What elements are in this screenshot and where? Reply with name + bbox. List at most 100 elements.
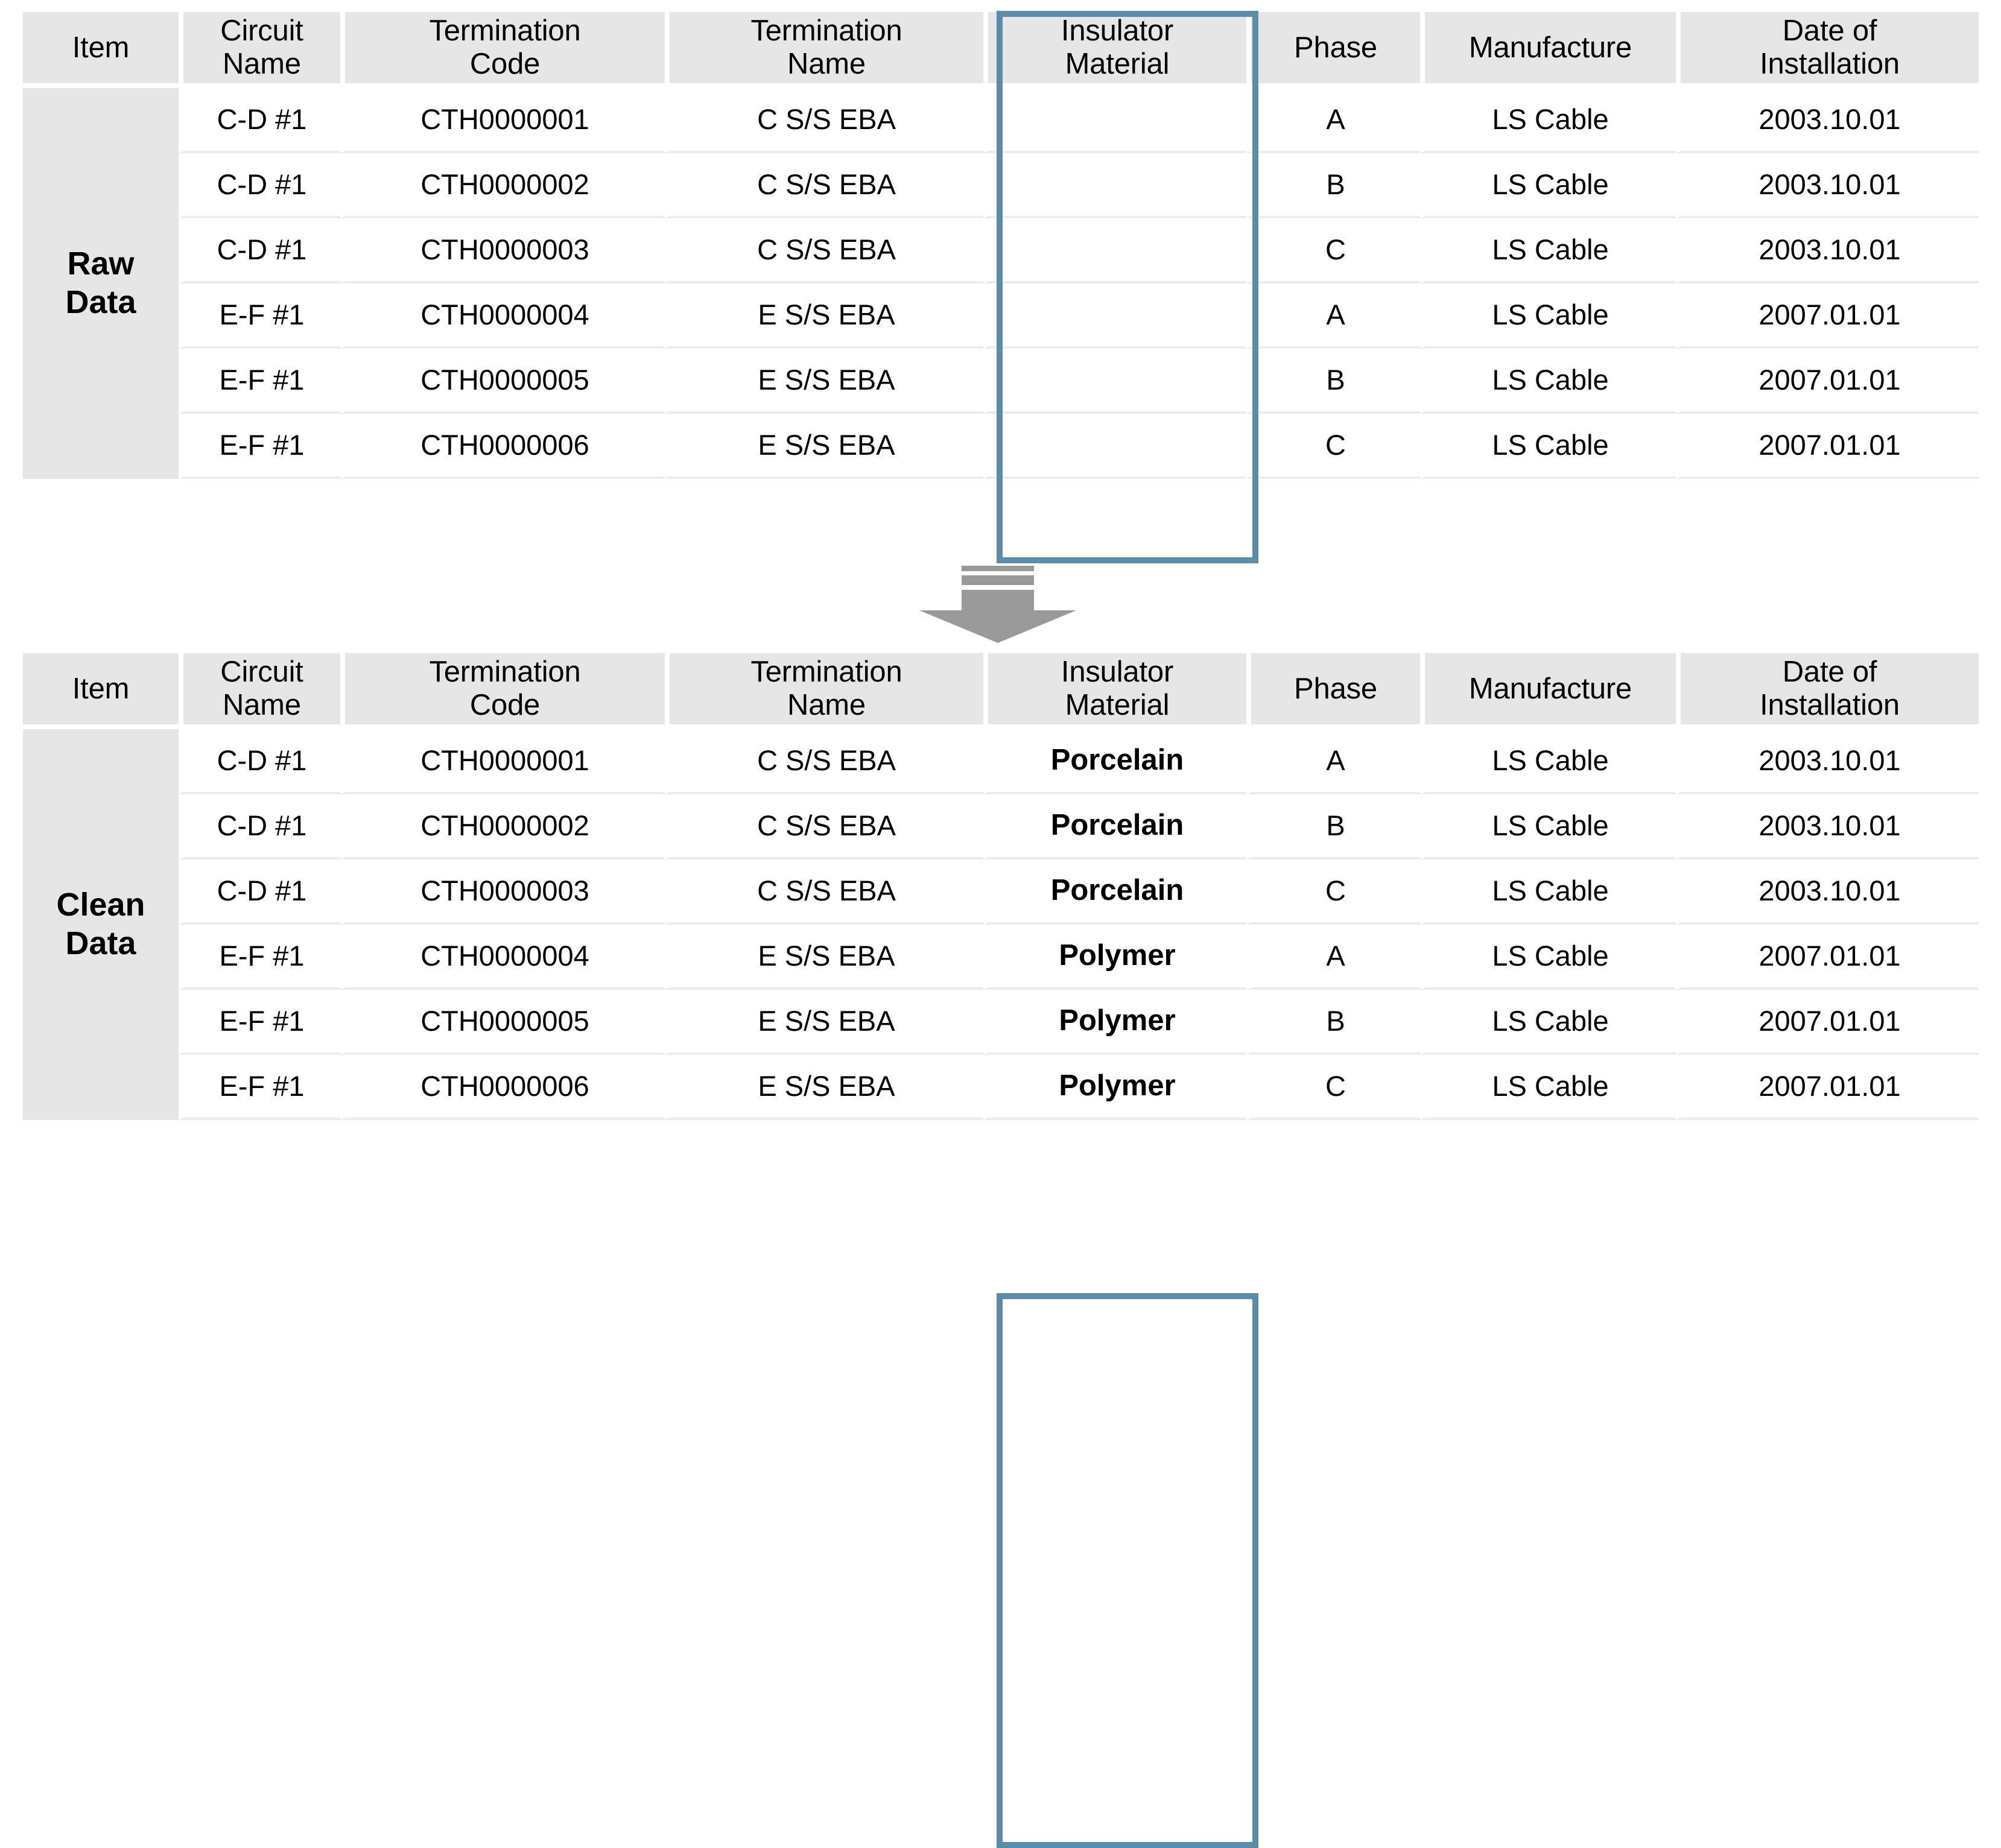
header-circuit-name: Circuit Name (179, 12, 340, 88)
cell-insulator-material: Porcelain (983, 794, 1246, 859)
cell-phase: A (1246, 88, 1420, 153)
cell-termination-code: CTH0000002 (340, 794, 665, 859)
clean-data-table: Item Circuit Name Termination Code Termi… (23, 653, 1979, 1120)
cell-manufacture: LS Cable (1420, 349, 1676, 414)
item-label-line: Data (65, 925, 136, 961)
header-insulator-material: Insulator Material (983, 653, 1246, 729)
cell-circuit-name: E-F #1 (179, 414, 340, 479)
item-label-line: Clean (56, 887, 145, 923)
cell-termination-code: CTH0000006 (340, 1055, 665, 1120)
cell-date-of-installation: 2003.10.01 (1676, 729, 1979, 794)
cell-insulator-material (983, 88, 1246, 153)
cell-termination-code: CTH0000004 (340, 925, 665, 990)
cell-date-of-installation: 2007.01.01 (1676, 925, 1979, 990)
raw-data-table: Item Circuit Name Termination Code Termi… (23, 12, 1979, 479)
cell-manufacture: LS Cable (1420, 283, 1676, 349)
cell-date-of-installation: 2007.01.01 (1676, 1055, 1979, 1120)
cell-insulator-material (983, 153, 1246, 218)
cell-manufacture: LS Cable (1420, 729, 1676, 794)
clean-table-header-row: Item Circuit Name Termination Code Termi… (23, 653, 1979, 729)
cell-date-of-installation: 2007.01.01 (1676, 990, 1979, 1055)
cell-insulator-material (983, 218, 1246, 283)
cell-circuit-name: C-D #1 (179, 153, 340, 218)
header-manufacture: Manufacture (1420, 12, 1676, 88)
cell-termination-name: E S/S EBA (665, 990, 983, 1055)
cell-circuit-name: C-D #1 (179, 218, 340, 283)
cell-termination-name: C S/S EBA (665, 218, 983, 283)
cell-circuit-name: C-D #1 (179, 794, 340, 859)
cell-phase: A (1246, 729, 1420, 794)
cell-insulator-material: Porcelain (983, 729, 1246, 794)
item-label-line: Raw (67, 245, 135, 282)
cell-phase: A (1246, 283, 1420, 349)
cell-termination-name: C S/S EBA (665, 794, 983, 859)
cell-phase: B (1246, 153, 1420, 218)
cell-manufacture: LS Cable (1420, 1055, 1676, 1120)
cell-termination-name: C S/S EBA (665, 153, 983, 218)
cell-date-of-installation: 2003.10.01 (1676, 859, 1979, 925)
cell-date-of-installation: 2007.01.01 (1676, 283, 1979, 349)
header-phase: Phase (1246, 12, 1420, 88)
cell-date-of-installation: 2003.10.01 (1676, 153, 1979, 218)
cell-phase: C (1246, 859, 1420, 925)
cell-phase: B (1246, 794, 1420, 859)
cell-termination-name: E S/S EBA (665, 414, 983, 479)
clean-data-table-block: Item Circuit Name Termination Code Termi… (0, 641, 2001, 1848)
cell-insulator-material (983, 414, 1246, 479)
cell-termination-code: CTH0000001 (340, 729, 665, 794)
header-phase: Phase (1246, 653, 1420, 729)
cell-date-of-installation: 2003.10.01 (1676, 794, 1979, 859)
cell-phase: A (1246, 925, 1420, 990)
cell-termination-code: CTH0000005 (340, 990, 665, 1055)
cell-phase: B (1246, 349, 1420, 414)
cell-manufacture: LS Cable (1420, 414, 1676, 479)
cell-insulator-material: Polymer (983, 925, 1246, 990)
cell-circuit-name: C-D #1 (179, 729, 340, 794)
cell-termination-name: E S/S EBA (665, 349, 983, 414)
cell-circuit-name: E-F #1 (179, 349, 340, 414)
cell-circuit-name: C-D #1 (179, 88, 340, 153)
cell-termination-code: CTH0000005 (340, 349, 665, 414)
header-termination-name: Termination Name (665, 12, 983, 88)
cell-termination-name: C S/S EBA (665, 859, 983, 925)
flow-arrow-down-icon (912, 566, 1083, 643)
cell-date-of-installation: 2003.10.01 (1676, 88, 1979, 153)
cell-circuit-name: E-F #1 (179, 283, 340, 349)
cell-date-of-installation: 2007.01.01 (1676, 349, 1979, 414)
cell-insulator-material: Porcelain (983, 859, 1246, 925)
header-termination-name: Termination Name (665, 653, 983, 729)
insulator-material-highlight-box (997, 1293, 1258, 1848)
cell-circuit-name: E-F #1 (179, 1055, 340, 1120)
cell-circuit-name: E-F #1 (179, 990, 340, 1055)
header-insulator-material: Insulator Material (983, 12, 1246, 88)
cell-manufacture: LS Cable (1420, 794, 1676, 859)
header-termination-code: Termination Code (340, 12, 665, 88)
cell-insulator-material (983, 283, 1246, 349)
cell-phase: B (1246, 990, 1420, 1055)
cell-phase: C (1246, 218, 1420, 283)
cell-insulator-material: Polymer (983, 1055, 1246, 1120)
cell-date-of-installation: 2007.01.01 (1676, 414, 1979, 479)
cell-termination-name: E S/S EBA (665, 283, 983, 349)
item-label-line: Data (65, 284, 136, 320)
raw-data-table-block: Item Circuit Name Termination Code Termi… (0, 0, 2001, 570)
cell-termination-code: CTH0000003 (340, 218, 665, 283)
header-date-of-installation: Date of Installation (1676, 653, 1979, 729)
cell-manufacture: LS Cable (1420, 218, 1676, 283)
cell-manufacture: LS Cable (1420, 990, 1676, 1055)
cell-termination-name: E S/S EBA (665, 1055, 983, 1120)
header-manufacture: Manufacture (1420, 653, 1676, 729)
